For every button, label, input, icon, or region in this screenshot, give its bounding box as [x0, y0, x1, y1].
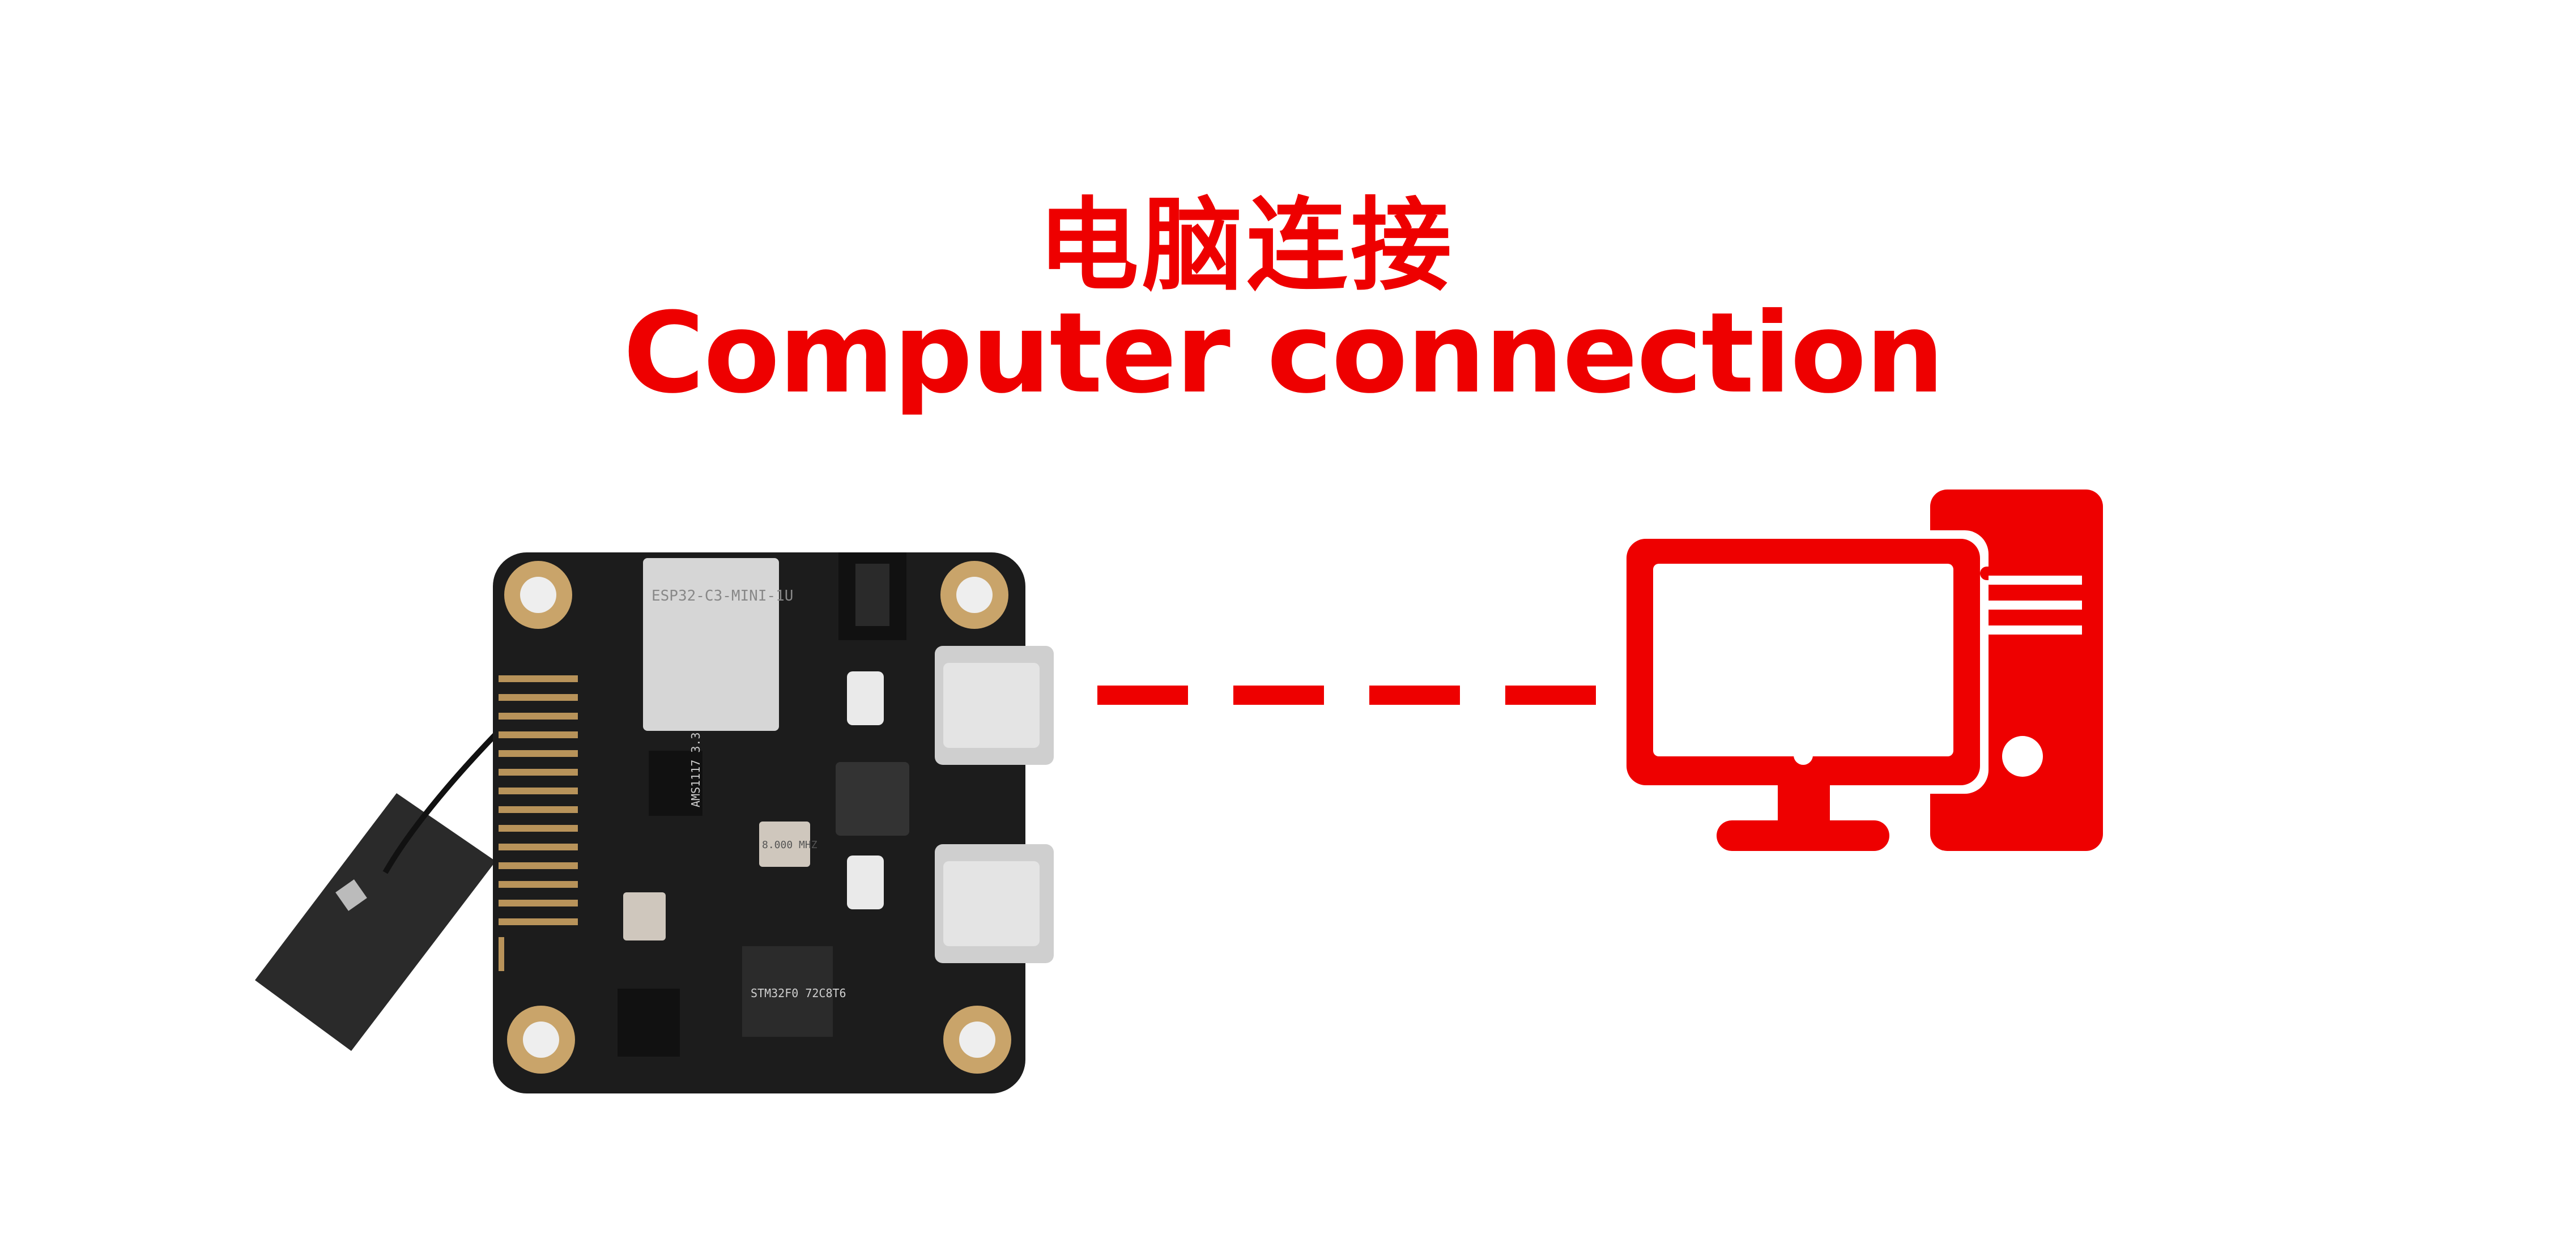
pcb-board: ESP32-C3-MINI-1U AMS1117 3.3 8.000 MHZ S… [493, 552, 1054, 1093]
wifi-module [643, 558, 779, 731]
regulator [649, 751, 702, 816]
usb-c-port-2 [935, 844, 1054, 963]
boot-button-hw [847, 856, 884, 909]
svg-text:8.000 MHZ: 8.000 MHZ [762, 839, 817, 851]
title-english: Computer connection [623, 289, 1944, 418]
desktop-computer-icon [1618, 490, 2103, 851]
connection-dashed-line [1097, 686, 1596, 705]
svg-text:AMS1117 3.3: AMS1117 3.3 [689, 733, 702, 807]
title-chinese: 电脑连接 [1038, 187, 1455, 304]
buzzer [836, 762, 909, 836]
svg-text:ESP32-C3-MINI-1U: ESP32-C3-MINI-1U [652, 588, 793, 605]
reset-button-hw [847, 671, 884, 725]
svg-text:STM32F0 72C8T6: STM32F0 72C8T6 [751, 986, 846, 1000]
usb-c-port-1 [935, 646, 1054, 765]
pcb-antenna-traces [499, 675, 578, 971]
crystal [759, 822, 810, 867]
mounting-holes [504, 561, 1011, 1074]
mcu-chip [742, 946, 833, 1037]
